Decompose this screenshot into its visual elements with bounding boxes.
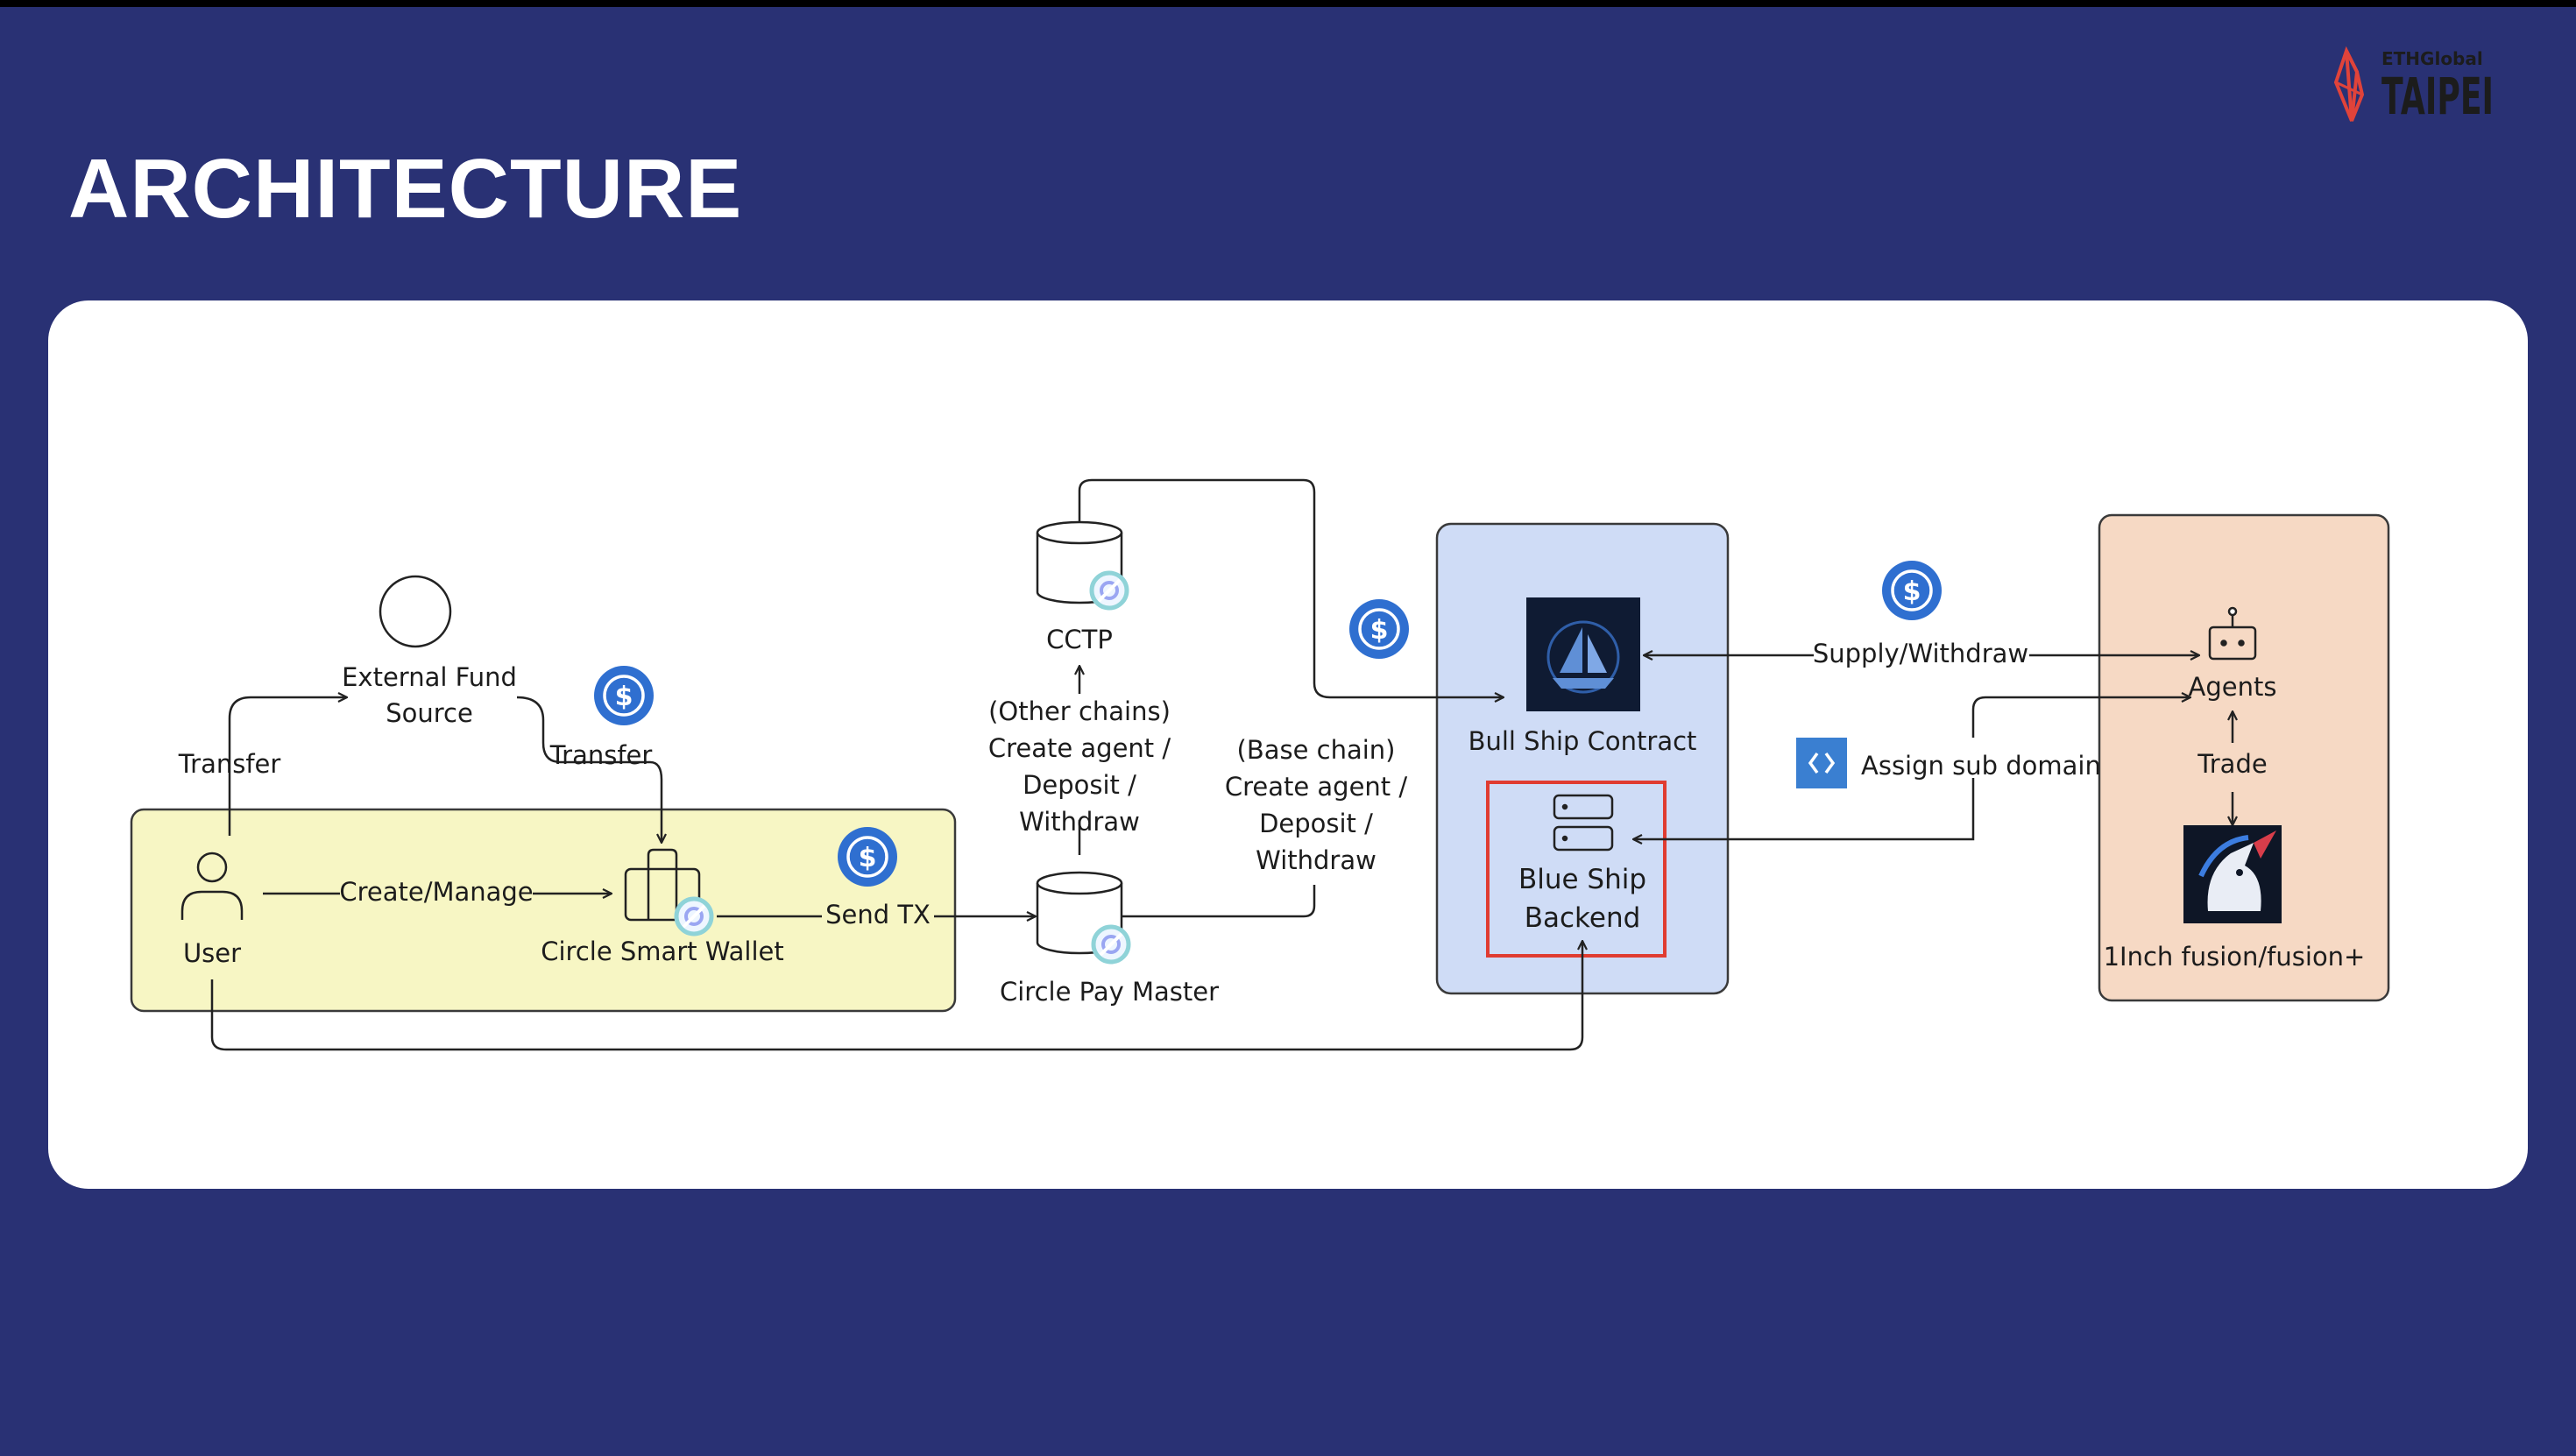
backend-highlight-box	[1486, 781, 1667, 958]
circle-logo-icon	[1089, 570, 1129, 611]
user-label: User	[183, 938, 241, 968]
edge-user-to-backend	[210, 941, 1582, 1051]
other-chains-line-4: Withdraw	[1019, 807, 1140, 837]
ethglobal-taipei-logo: ETHGlobal TAIPEI	[2333, 46, 2494, 126]
edge-paymaster-to-base	[1120, 885, 1316, 918]
ens-icon	[1796, 738, 1847, 788]
edge-label-send-tx: Send TX	[825, 900, 931, 929]
edge-label-assign: Assign sub domain	[1861, 751, 2101, 781]
edge-label-trade: Trade	[2197, 749, 2267, 779]
taipei-tower-icon	[2333, 46, 2365, 122]
edge-cctp-to-contract	[1078, 478, 1504, 697]
external-fund-label-2: Source	[386, 698, 473, 728]
edge-label-transfer-2: Transfer	[549, 740, 653, 770]
svg-text:$: $	[1370, 615, 1389, 646]
inch-label: 1Inch fusion/fusion+	[2104, 942, 2366, 972]
circle-logo-icon	[674, 896, 714, 937]
edge-assign-to-agents	[1971, 697, 2190, 738]
svg-text:$: $	[615, 682, 633, 712]
cctp-label: CCTP	[1046, 625, 1113, 654]
agents-label: Agents	[2189, 672, 2277, 702]
usdc-icon: $	[1882, 561, 1942, 620]
circle-logo-icon	[1091, 924, 1131, 965]
top-edge-bar	[0, 0, 2576, 7]
base-chain-line-1: (Base chain)	[1237, 735, 1396, 765]
logo-small-text: ETHGlobal	[2381, 48, 2483, 69]
edge-label-transfer-1: Transfer	[178, 749, 281, 779]
wallet-label: Circle Smart Wallet	[541, 937, 784, 966]
base-chain-line-3: Deposit /	[1259, 809, 1373, 838]
unicorn-icon	[2183, 825, 2282, 923]
other-chains-line-3: Deposit /	[1023, 770, 1136, 800]
user-zone	[130, 808, 957, 1013]
edge-assign-to-backend	[1633, 778, 1975, 839]
edge-label-supply-withdraw: Supply/Withdraw	[1813, 639, 2028, 668]
connectors	[210, 478, 2233, 1051]
usdc-icon: $	[1349, 599, 1409, 659]
logo-big-text: TAIPEI	[2381, 67, 2494, 126]
contract-label: Bull Ship Contract	[1468, 726, 1697, 756]
user-icon	[180, 852, 244, 920]
edge-fund-to-wallet	[516, 696, 662, 843]
backend-label-1: Blue Ship	[1518, 864, 1646, 895]
edge-user-to-fund	[228, 697, 347, 836]
svg-text:$: $	[859, 843, 877, 873]
usdc-icon: $	[594, 666, 654, 725]
external-fund-label-1: External Fund	[342, 662, 517, 692]
inch-zone	[2098, 513, 2390, 1002]
slide-title: ARCHITECTURE	[68, 142, 743, 236]
other-chains-line-2: Create agent /	[988, 733, 1171, 763]
edge-label-create-manage: Create/Manage	[339, 877, 533, 907]
paymaster-label: Circle Pay Master	[1000, 977, 1219, 1007]
base-chain-line-4: Withdraw	[1256, 845, 1376, 875]
other-chains-line-1: (Other chains)	[988, 696, 1171, 726]
robot-icon	[2208, 606, 2257, 661]
svg-text:$: $	[1903, 576, 1921, 607]
server-icon	[1553, 794, 1614, 852]
external-fund-circle	[379, 575, 452, 648]
usdc-icon: $	[838, 827, 897, 887]
sailboat-icon	[1526, 597, 1640, 711]
backend-label-2: Backend	[1525, 902, 1641, 934]
base-chain-line-2: Create agent /	[1225, 772, 1408, 802]
